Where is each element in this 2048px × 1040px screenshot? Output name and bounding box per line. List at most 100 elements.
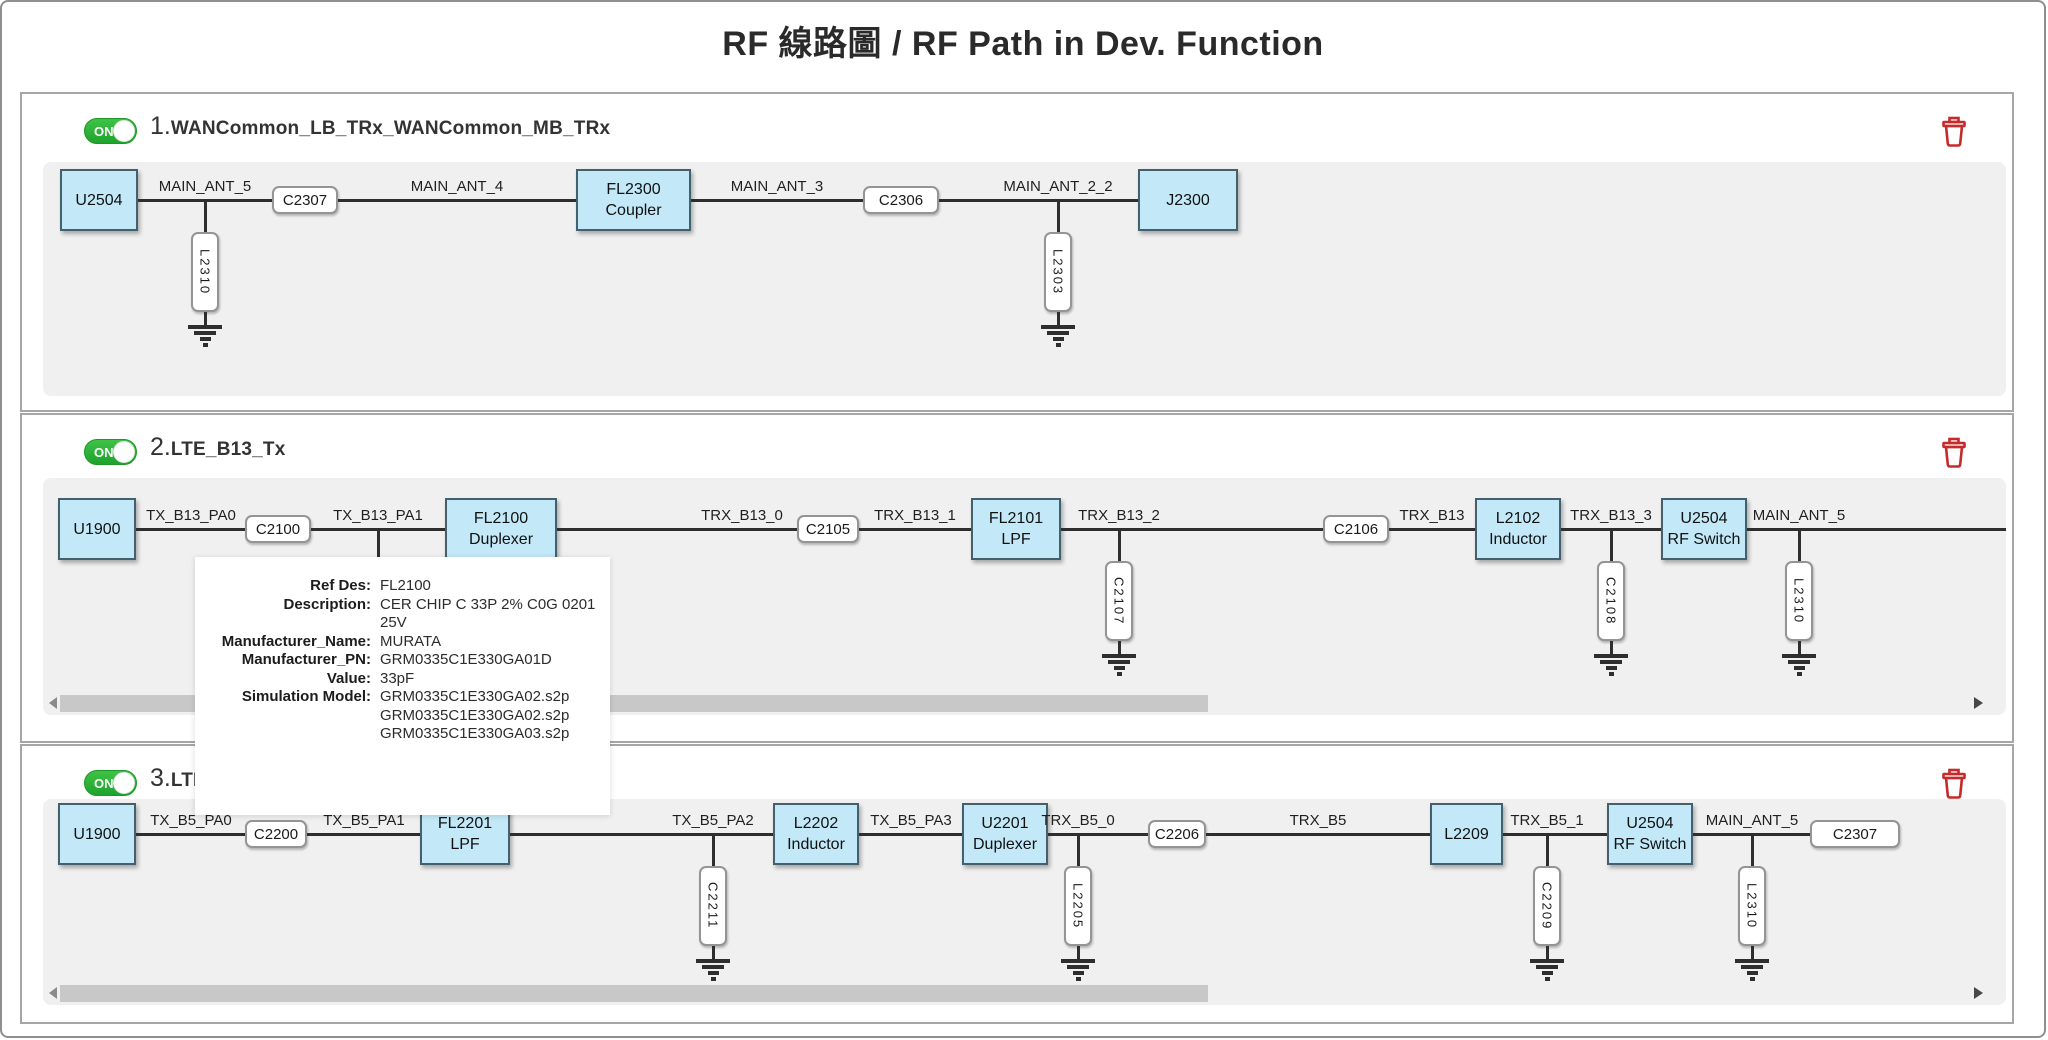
ground-stub	[204, 312, 207, 325]
wire-segment	[1206, 833, 1430, 836]
tooltip-label: Simulation Model:	[241, 688, 371, 705]
shunt-stub	[1546, 834, 1549, 867]
shunt-C2211[interactable]: C2211	[699, 866, 727, 946]
ground-bar	[1102, 654, 1136, 658]
net-label-TX_B5_PA2: TX_B5_PA2	[672, 812, 754, 829]
chip-function: RF Switch	[1613, 836, 1687, 853]
series-C2206[interactable]: C2206	[1148, 820, 1206, 848]
wire-segment	[691, 199, 863, 202]
chip-U2504[interactable]: U2504	[60, 169, 138, 231]
chip-ref: FL2100	[473, 510, 529, 527]
ground-bar	[194, 331, 216, 335]
chip-U1900[interactable]: U1900	[58, 498, 136, 560]
net-label-MAIN_ANT_2_2: MAIN_ANT_2_2	[1003, 178, 1113, 195]
net-label-TRX_B13: TRX_B13	[1399, 507, 1465, 524]
tooltip-row: Manufacturer_PN:GRM0335C1E330GA01D	[199, 651, 598, 670]
series-C2105[interactable]: C2105	[797, 515, 859, 543]
simulation-model-file: GRM0335C1E330GA02.s2p	[380, 706, 570, 724]
tooltip-label: Value:	[326, 669, 371, 687]
ground-stub	[1057, 312, 1060, 325]
rf-path-section-1: ON 1.WANCommon_LB_TRx_WANCommon_MB_TRx U…	[20, 92, 2014, 412]
ground-bar	[702, 965, 724, 969]
tooltip-label: Description:	[283, 595, 371, 613]
chip-ref: U1900	[73, 825, 121, 843]
ground-symbol	[1101, 654, 1137, 676]
shunt-L2310[interactable]: L2310	[191, 232, 219, 312]
net-label-MAIN_ANT_4: MAIN_ANT_4	[410, 178, 504, 195]
chip-L2209[interactable]: L2209	[1430, 803, 1503, 865]
tooltip-label: Ref Des:	[310, 577, 371, 594]
ground-bar	[202, 343, 208, 347]
ground-bar	[1530, 959, 1564, 963]
ground-bar	[1541, 971, 1553, 975]
chip-ref: L2202	[793, 815, 839, 832]
chip-ref: L2102	[1495, 510, 1541, 527]
on-toggle[interactable]: ON	[84, 118, 137, 144]
shunt-L2205[interactable]: L2205	[1064, 866, 1092, 946]
ground-stub	[1610, 641, 1613, 654]
series-C2100[interactable]: C2100	[245, 515, 311, 543]
section-number: 2.	[150, 433, 171, 461]
wire-segment	[338, 199, 576, 202]
horizontal-scrollbar[interactable]	[46, 985, 2003, 1002]
ground-bar	[707, 971, 719, 975]
chip-U2504[interactable]: U2504 RF Switch	[1607, 803, 1693, 865]
delete-section-button[interactable]	[1940, 116, 1968, 148]
shunt-C2107[interactable]: C2107	[1105, 561, 1133, 641]
tooltip-row: Description:CER CHIP C 33P 2% C0G 0201 2…	[199, 596, 598, 633]
chip-U1900[interactable]: U1900	[58, 803, 136, 865]
ground-bar	[1796, 672, 1802, 676]
series-C2306[interactable]: C2306	[863, 186, 939, 214]
net-label-TX_B5_PA0: TX_B5_PA0	[150, 812, 232, 829]
tooltip-row: Value:33pF	[199, 670, 598, 689]
net-label-MAIN_ANT_3: MAIN_ANT_3	[730, 178, 824, 195]
shunt-L2310[interactable]: L2310	[1785, 561, 1813, 641]
ground-stub	[1077, 946, 1080, 959]
scroll-right-arrow-icon[interactable]	[1974, 987, 1983, 999]
wire-segment	[1048, 833, 1148, 836]
delete-section-button[interactable]	[1940, 768, 1968, 800]
on-toggle[interactable]: ON	[84, 770, 137, 796]
scroll-left-arrow-icon[interactable]	[49, 987, 57, 999]
ground-bar	[1600, 660, 1622, 664]
toggle-on-label: ON	[94, 124, 114, 139]
wire-segment	[1389, 528, 1475, 531]
shunt-C2108[interactable]: C2108	[1597, 561, 1625, 641]
net-label-TRX_B13_1: TRX_B13_1	[874, 507, 956, 524]
chip-J2300[interactable]: J2300	[1138, 169, 1238, 231]
scroll-left-arrow-icon[interactable]	[49, 697, 57, 709]
section-title: 2.LTE_B13_Tx	[150, 433, 286, 462]
shunt-label: L2310	[1791, 577, 1807, 625]
ground-symbol	[1529, 959, 1565, 981]
ground-bar	[1735, 959, 1769, 963]
chip-ref: U2504	[1626, 815, 1674, 832]
chip-ref: L2209	[1444, 825, 1489, 843]
series-C2307[interactable]: C2307	[272, 186, 338, 214]
series-C2307[interactable]: C2307	[1810, 820, 1900, 848]
series-C2200[interactable]: C2200	[245, 820, 307, 848]
toggle-knob	[113, 441, 135, 463]
delete-section-button[interactable]	[1940, 437, 1968, 469]
ground-bar	[1052, 337, 1064, 341]
series-C2106[interactable]: C2106	[1323, 515, 1389, 543]
shunt-label: C2209	[1539, 881, 1555, 931]
ground-bar	[1061, 959, 1095, 963]
shunt-C2209[interactable]: C2209	[1533, 866, 1561, 946]
shunt-L2303[interactable]: L2303	[1044, 232, 1072, 312]
scroll-right-arrow-icon[interactable]	[1974, 697, 1983, 709]
scrollbar-thumb[interactable]	[60, 985, 1208, 1002]
shunt-label: C2108	[1603, 576, 1619, 626]
net-label-TX_B13_PA1: TX_B13_PA1	[333, 507, 423, 524]
shunt-label: L2310	[1744, 882, 1760, 930]
on-toggle[interactable]: ON	[84, 439, 137, 465]
section-name: LTE_B13_Tx	[170, 439, 286, 460]
shunt-L2310[interactable]: L2310	[1738, 866, 1766, 946]
